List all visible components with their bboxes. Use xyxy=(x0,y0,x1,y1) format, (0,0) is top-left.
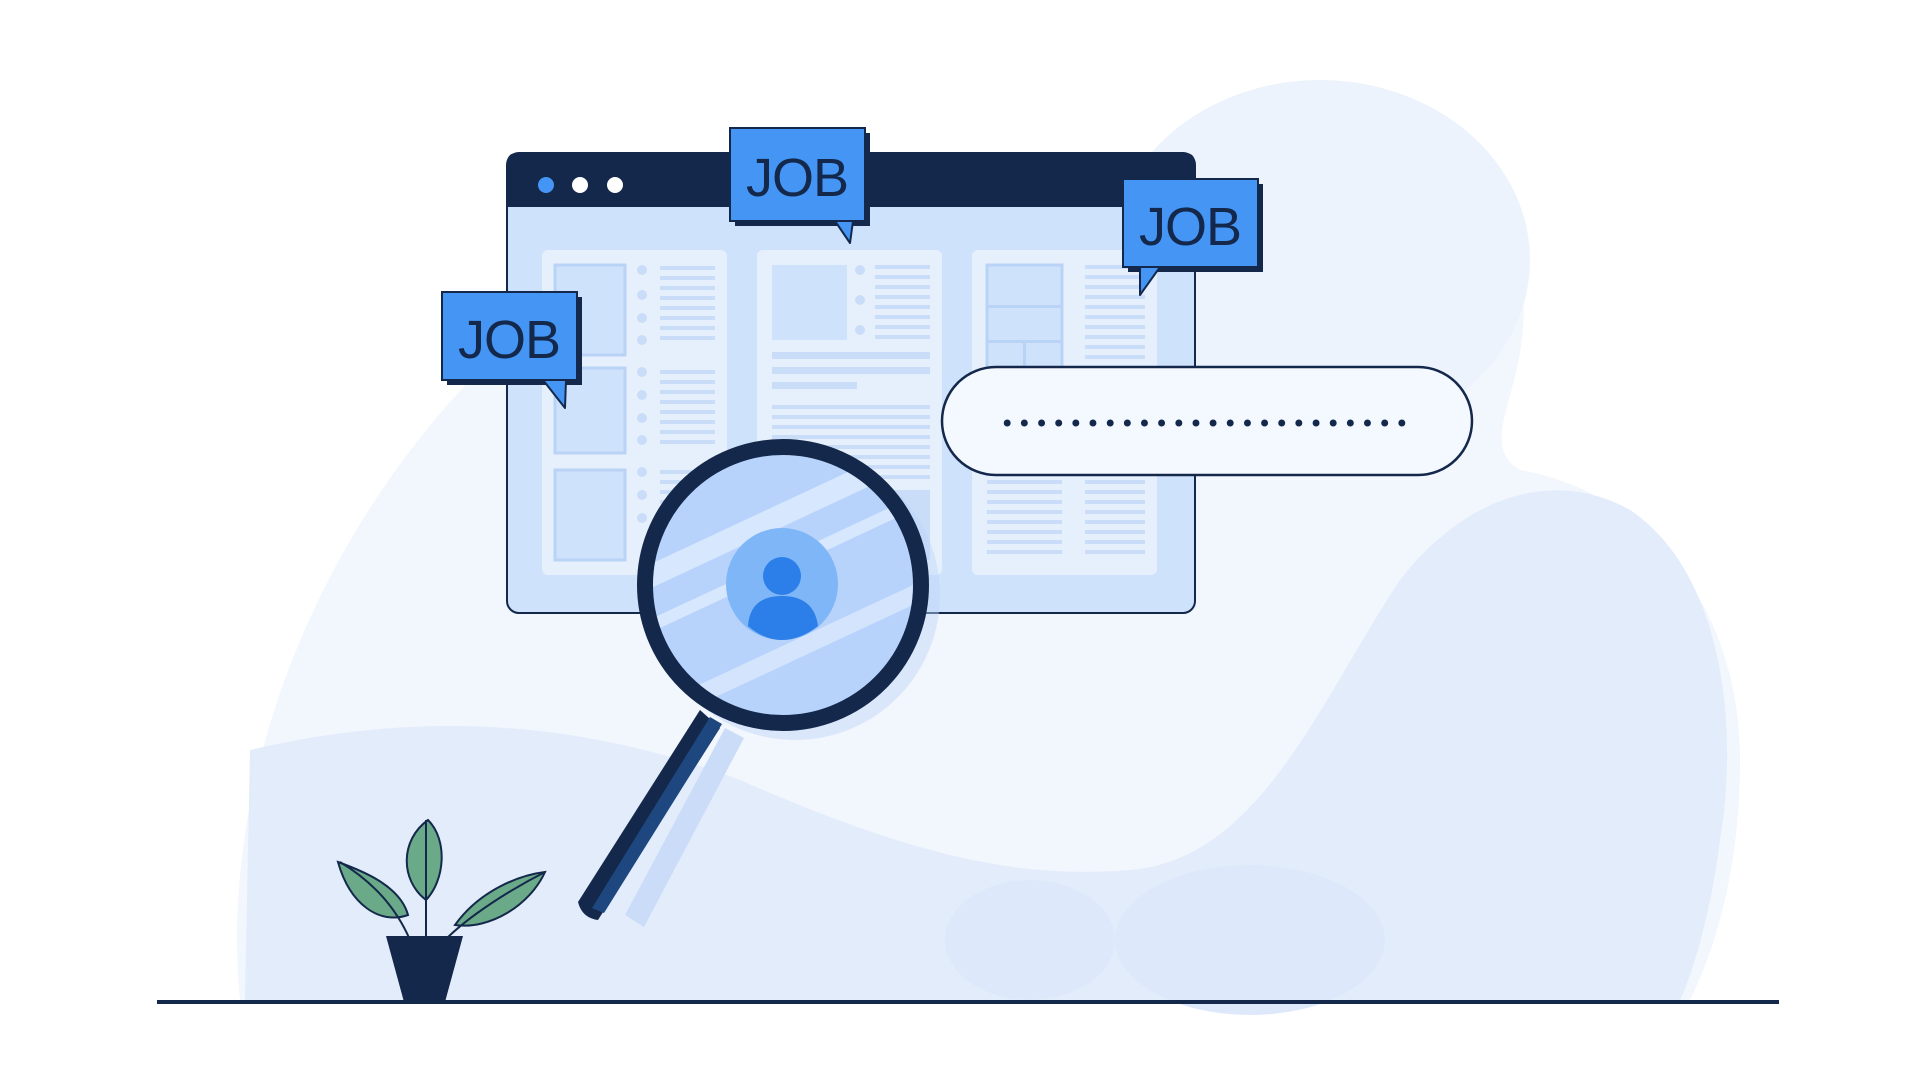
ground-line xyxy=(157,1000,1779,1004)
job-bubble-label: JOB xyxy=(458,310,560,370)
job-bubble-right: JOB xyxy=(1122,178,1263,296)
job-bubble-label: JOB xyxy=(1139,197,1241,257)
background-bush-2 xyxy=(1115,865,1385,1015)
background-circle xyxy=(1110,80,1530,440)
background-bush-1 xyxy=(945,880,1115,1000)
job-bubble-top: JOB xyxy=(729,127,870,244)
magnifier-handle-highlight xyxy=(592,717,722,913)
window-controls-icon xyxy=(538,177,623,193)
search-field[interactable]: •••••••••••••••••••••••• xyxy=(940,365,1474,477)
user-profile-icon xyxy=(726,528,838,640)
window-dot xyxy=(572,177,588,193)
window-dot-accent xyxy=(538,177,554,193)
plant-pot xyxy=(386,936,463,1002)
job-bubble-label: JOB xyxy=(746,148,848,208)
magnifying-glass-icon xyxy=(578,439,940,927)
window-dot xyxy=(607,177,623,193)
potted-plant-icon xyxy=(336,818,547,1002)
plant-stems xyxy=(339,820,546,941)
magnifier-handle-shadow xyxy=(625,728,744,927)
content-column-1 xyxy=(542,250,727,575)
job-bubble-left: JOB xyxy=(441,291,582,409)
search-field-masked-value: •••••••••••••••••••••••• xyxy=(1000,410,1412,438)
